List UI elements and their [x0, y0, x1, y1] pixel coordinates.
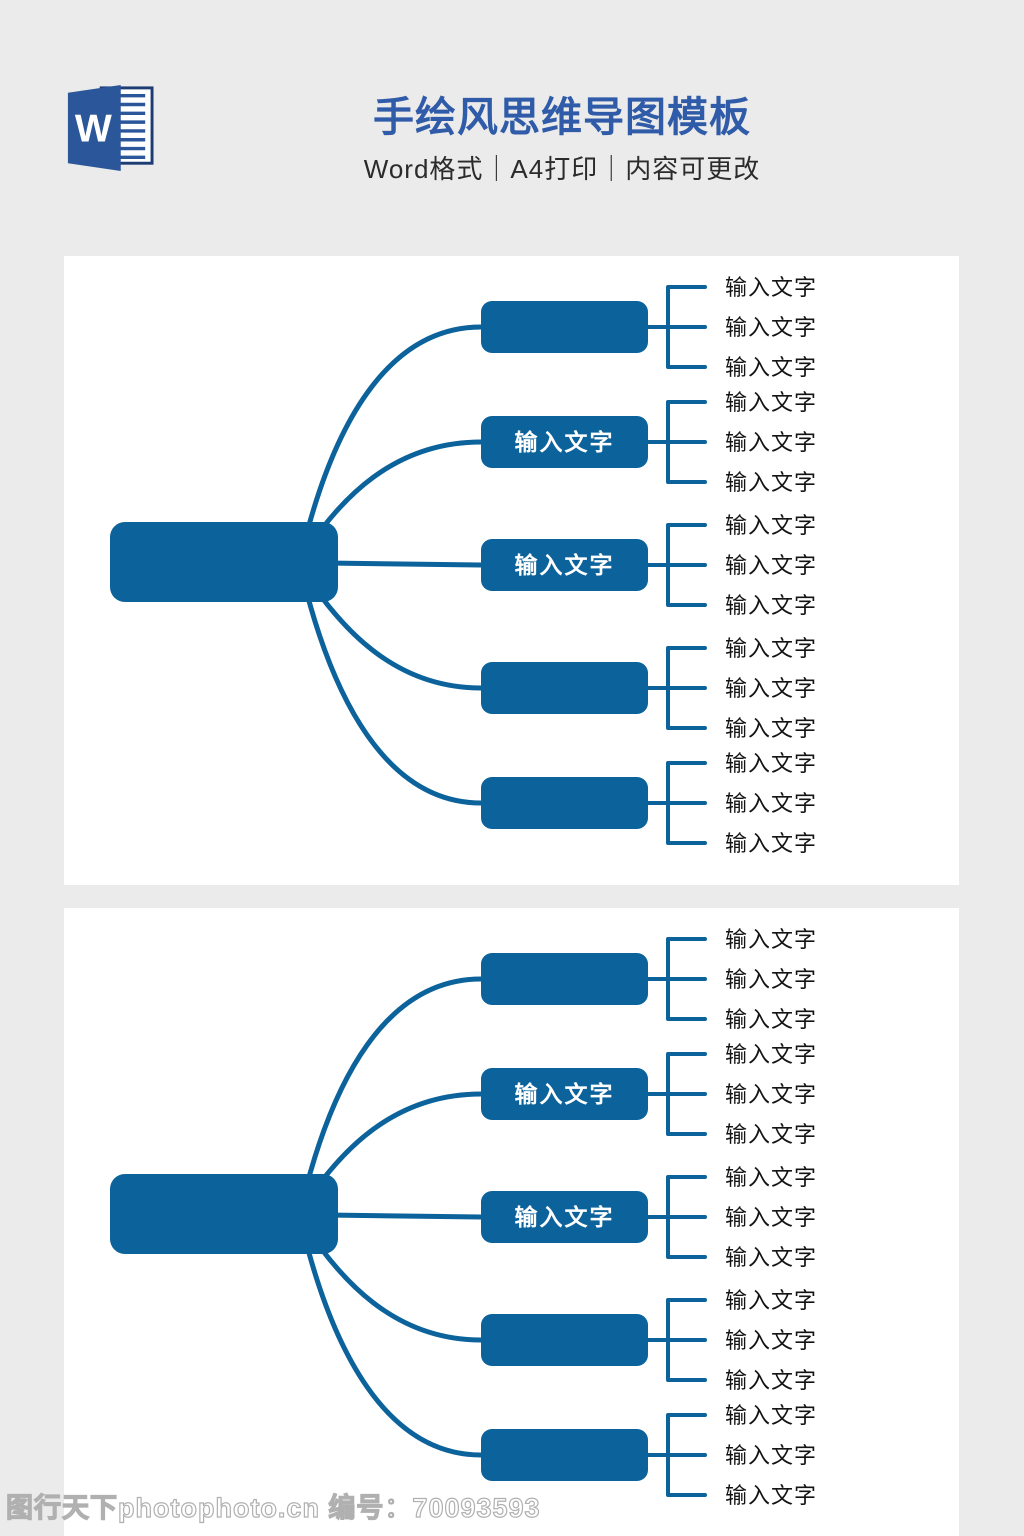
leaf-label: 输入文字 [725, 927, 817, 952]
leaf-label: 输入文字 [725, 1288, 817, 1313]
leaf-label: 输入文字 [725, 967, 817, 992]
branch-node-label: 输入文字 [515, 429, 615, 455]
leaf-label: 输入文字 [725, 470, 817, 495]
leaf-label: 输入文字 [725, 751, 817, 776]
watermark: 图行天下photophoto.cn 编号：70093593 [5, 1492, 541, 1523]
mindmap-panel-1: 输入文字输入文字输入文字输入文字输入文字输入文字输入文字输入文字输入文字输入文字… [64, 256, 959, 885]
leaf-label: 输入文字 [725, 1245, 817, 1270]
leaf-label: 输入文字 [725, 831, 817, 856]
leaf-label: 输入文字 [725, 791, 817, 816]
leaf-label: 输入文字 [725, 390, 817, 415]
branch-node [481, 1314, 648, 1366]
branch-node [481, 1191, 648, 1243]
central-node [110, 522, 338, 602]
leaf-label: 输入文字 [725, 355, 817, 380]
leaf-label: 输入文字 [725, 513, 817, 538]
leaf-label: 输入文字 [725, 1368, 817, 1393]
leaf-label: 输入文字 [725, 1403, 817, 1428]
leaf-label: 输入文字 [725, 553, 817, 578]
leaf-label: 输入文字 [725, 275, 817, 300]
leaf-label: 输入文字 [725, 1205, 817, 1230]
leaf-label: 输入文字 [725, 1165, 817, 1190]
mindmap-diagram-1: 输入文字输入文字输入文字输入文字输入文字输入文字输入文字输入文字输入文字输入文字… [110, 275, 817, 856]
branch-node [481, 1068, 648, 1120]
branch-connector [299, 324, 484, 555]
word-icon-letter: W [75, 108, 112, 151]
branch-connector [299, 976, 484, 1207]
branch-node-label: 输入文字 [515, 552, 615, 578]
central-node [110, 1174, 338, 1254]
branch-node [481, 1429, 648, 1481]
mindmap-diagram-2: 输入文字输入文字输入文字输入文字输入文字输入文字输入文字输入文字输入文字输入文字… [110, 927, 817, 1508]
branch-node-label: 输入文字 [515, 1204, 615, 1230]
branch-node [481, 777, 648, 829]
header: 手绘风思维导图模板 Word格式｜A4打印｜内容可更改 [100, 94, 1024, 184]
leaf-label: 输入文字 [725, 1328, 817, 1353]
leaf-label: 输入文字 [725, 1483, 817, 1508]
branch-connector [299, 1223, 484, 1458]
branch-connector [323, 560, 484, 568]
leaf-label: 输入文字 [725, 1007, 817, 1032]
leaf-label: 输入文字 [725, 716, 817, 741]
leaf-label: 输入文字 [725, 1122, 817, 1147]
branch-connector [299, 571, 484, 806]
page-subtitle: Word格式｜A4打印｜内容可更改 [363, 154, 761, 184]
leaf-label: 输入文字 [725, 430, 817, 455]
leaf-label: 输入文字 [725, 1082, 817, 1107]
branch-connector [323, 1212, 484, 1220]
leaf-label: 输入文字 [725, 593, 817, 618]
branch-node-label: 输入文字 [515, 1081, 615, 1107]
branch-node [481, 301, 648, 353]
mindmap-panel-2: 输入文字输入文字输入文字输入文字输入文字输入文字输入文字输入文字输入文字输入文字… [64, 908, 959, 1536]
leaf-label: 输入文字 [725, 315, 817, 340]
leaf-label: 输入文字 [725, 1443, 817, 1468]
leaf-label: 输入文字 [725, 636, 817, 661]
branch-node [481, 539, 648, 591]
word-icon: W [67, 84, 154, 172]
leaf-label: 输入文字 [725, 676, 817, 701]
branch-node [481, 416, 648, 468]
word-icon-cover [67, 84, 121, 172]
leaf-label: 输入文字 [725, 1042, 817, 1067]
branch-node [481, 953, 648, 1005]
branch-node [481, 662, 648, 714]
page-title: 手绘风思维导图模板 [373, 94, 751, 140]
